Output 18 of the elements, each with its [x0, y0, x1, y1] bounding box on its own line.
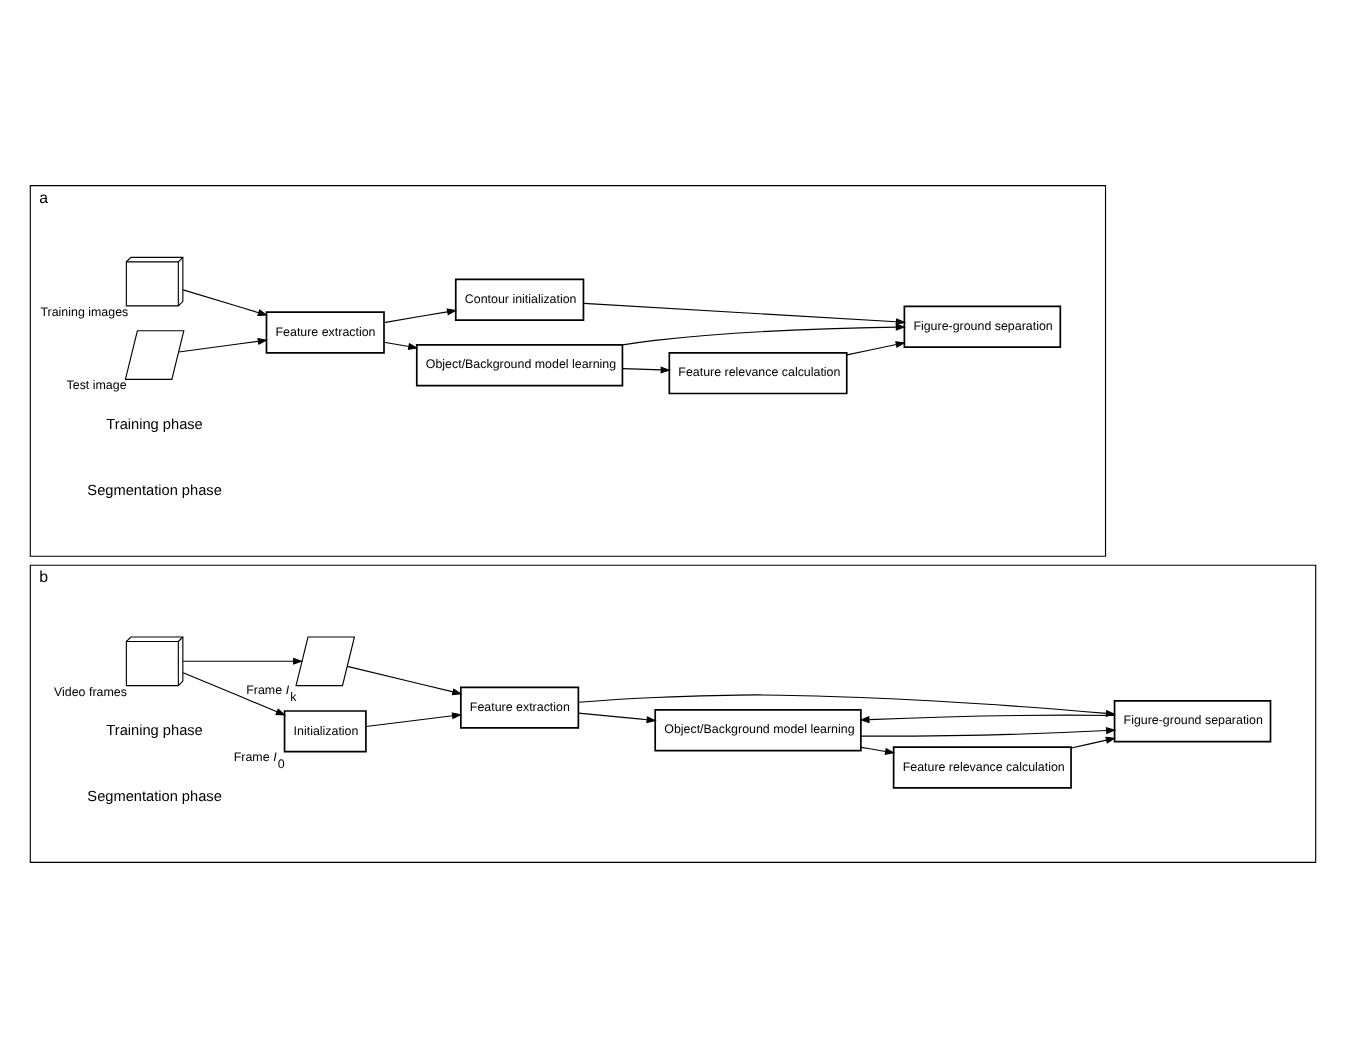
arrow [860, 745, 896, 754]
arrow [178, 336, 268, 352]
arrow [846, 340, 906, 355]
arrow [182, 656, 304, 664]
arrow [182, 288, 268, 315]
arrow [577, 711, 657, 723]
picture [124, 329, 185, 379]
arrow [583, 301, 907, 325]
arrow [182, 671, 286, 715]
arrow [860, 726, 1117, 736]
arrow [346, 664, 463, 695]
arrow [383, 340, 419, 349]
arrow [365, 711, 463, 726]
arrow [859, 713, 1116, 723]
arrow [622, 322, 906, 345]
arrow [383, 307, 458, 323]
arrow [622, 365, 671, 373]
arrow [1070, 735, 1117, 748]
